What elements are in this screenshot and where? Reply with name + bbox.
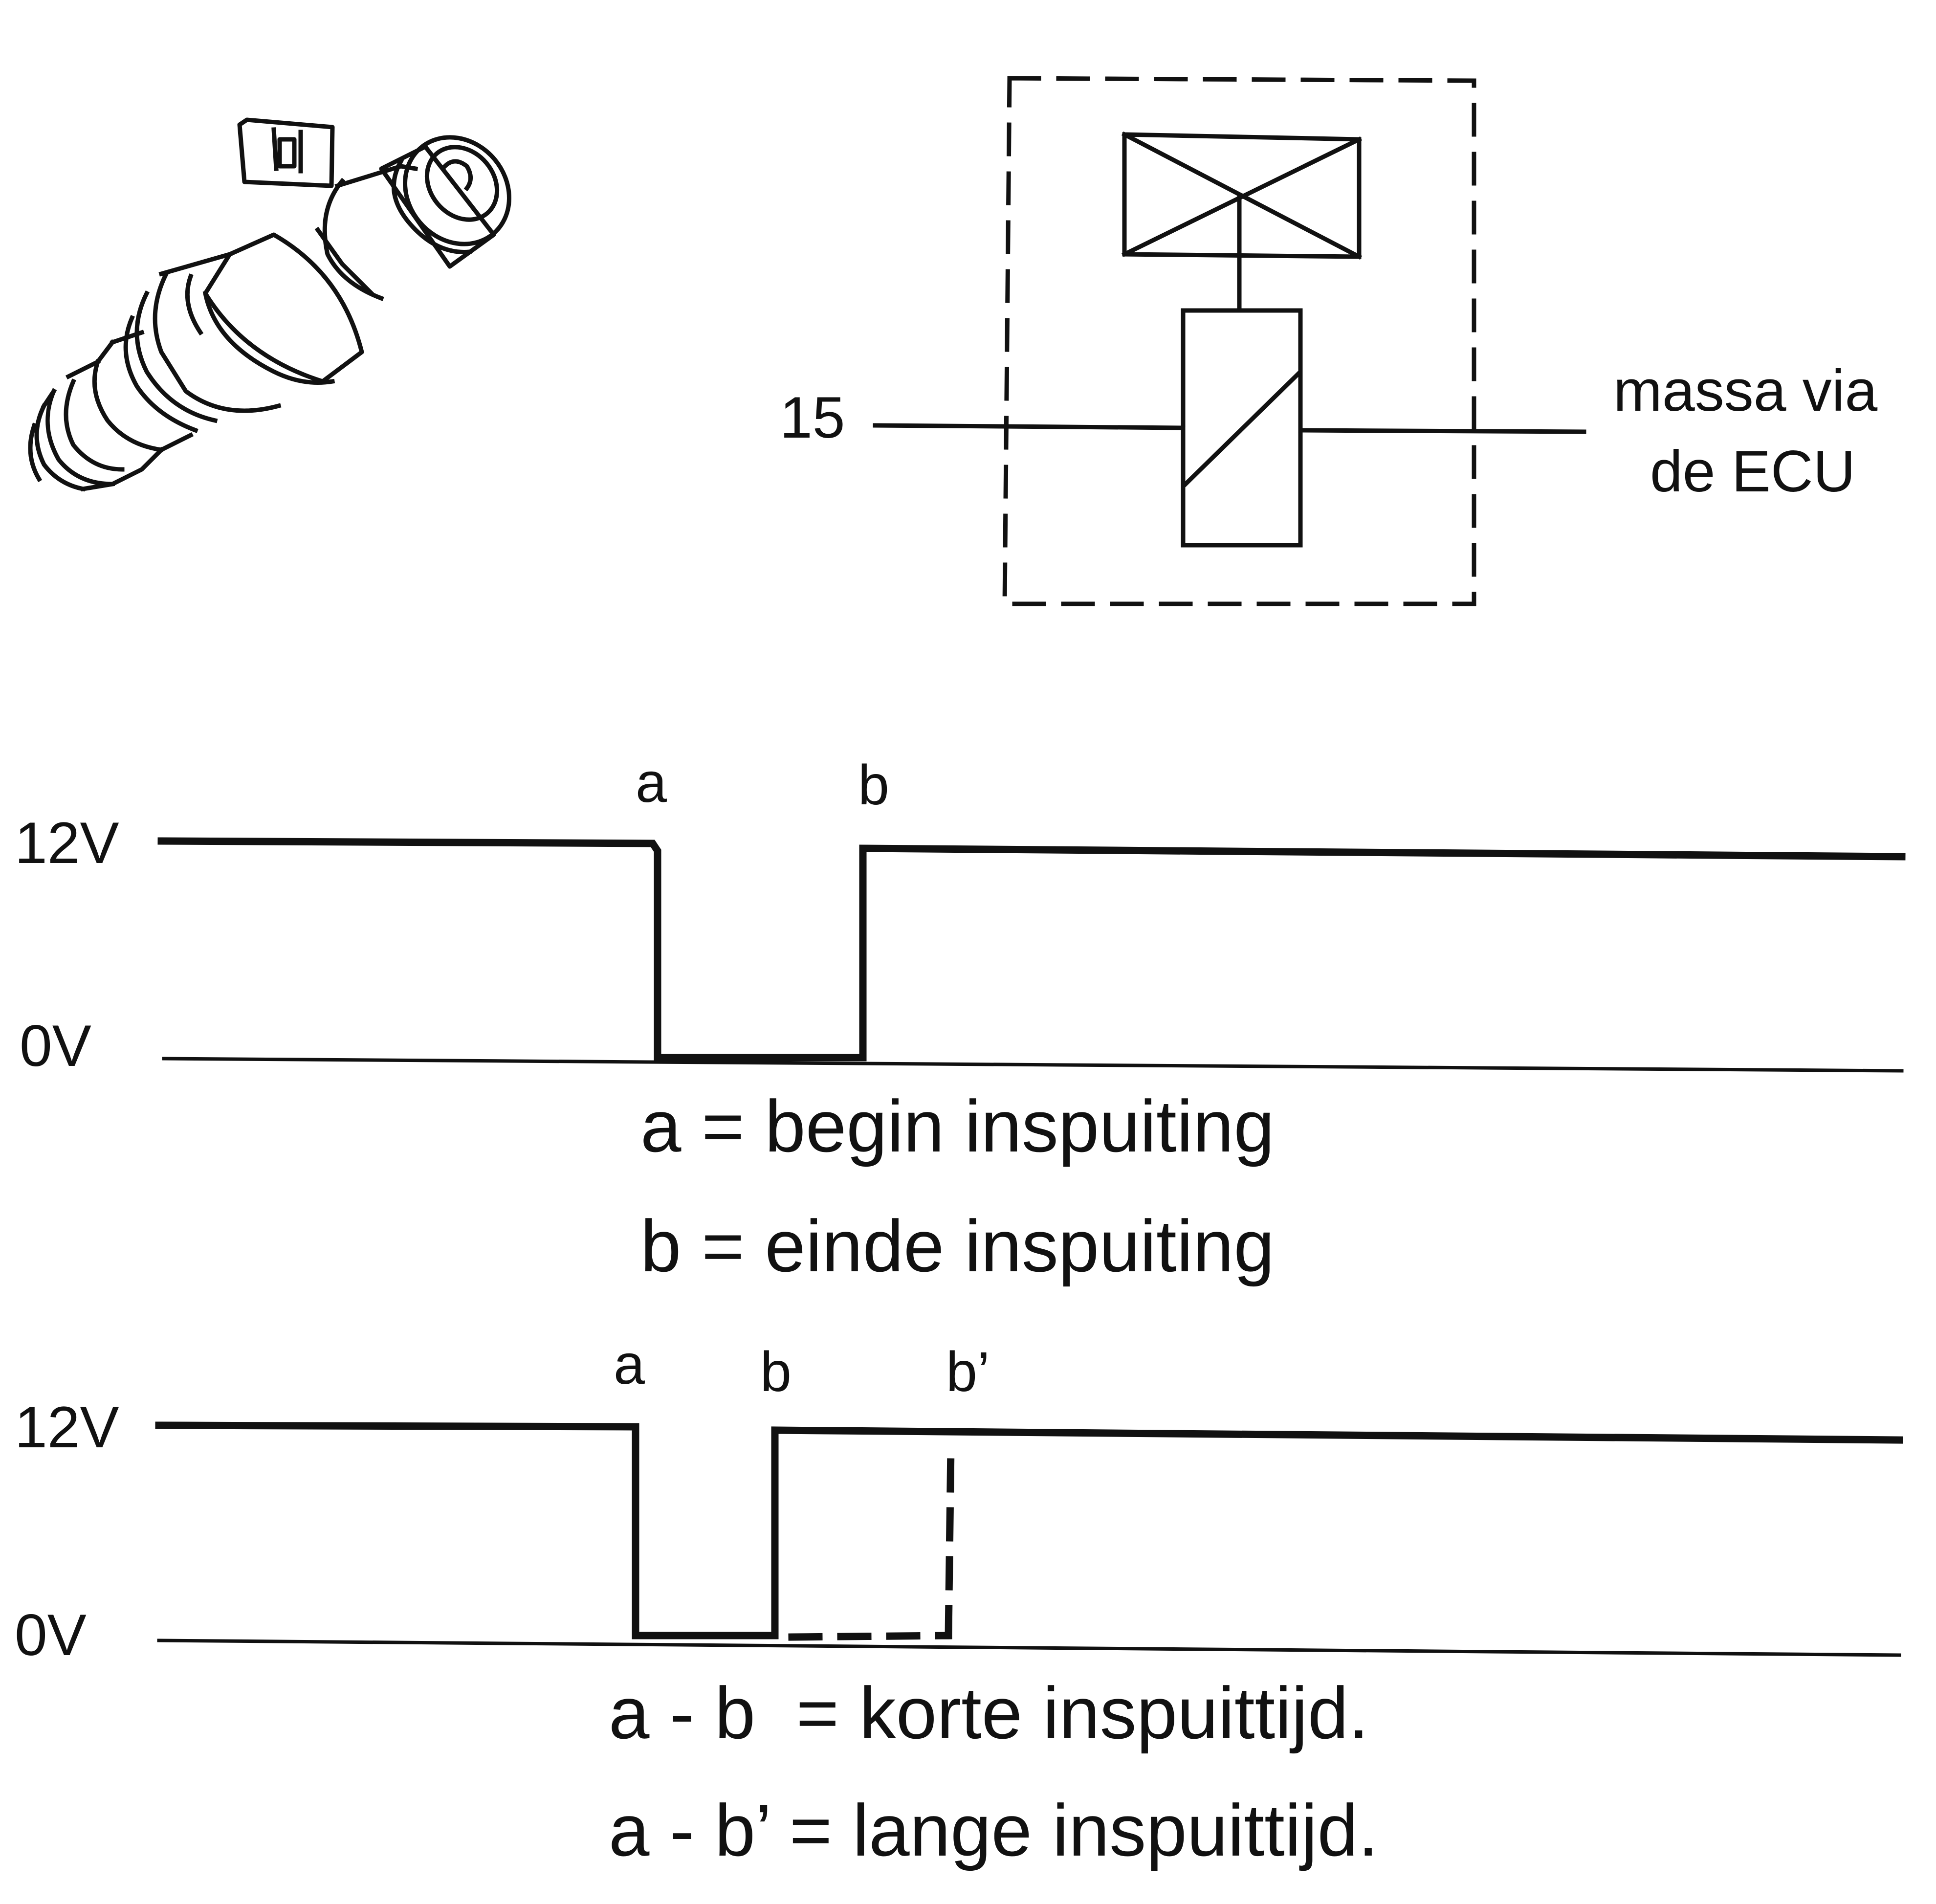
chart1-marker-b: b xyxy=(858,754,889,817)
chart1-label-12v: 12V xyxy=(15,810,119,876)
ground-label-line2: de ECU xyxy=(1650,439,1855,504)
chart2-zero-baseline xyxy=(157,1638,1901,1657)
wire-terminal-15 xyxy=(873,423,1186,430)
chart2-marker-b-prime: b’ xyxy=(946,1341,990,1403)
fuel-injector-illustration xyxy=(28,117,511,492)
chart1-legend-a: a = begin inspuiting xyxy=(640,1085,1275,1167)
chart2-label-12v: 12V xyxy=(15,1395,119,1460)
chart2-legend-short: a - b = korte inspuittijd. xyxy=(609,1672,1369,1754)
chart1-zero-baseline xyxy=(162,1057,1904,1073)
chart2-marker-b: b xyxy=(760,1341,792,1403)
wire-to-ecu xyxy=(1298,428,1586,434)
chart2-pulse-signal xyxy=(155,1421,1903,1639)
chart1-pulse-signal xyxy=(157,837,1906,1062)
waveform-chart-2: 12V 0V a b b’ a - b = korte inspuittijd.… xyxy=(15,1333,1903,1871)
waveform-chart-1: 12V 0V a b a = begin inspuiting b = eind… xyxy=(15,752,1906,1287)
terminal-15-label: 15 xyxy=(780,385,845,450)
chart1-marker-a: a xyxy=(636,752,667,814)
chart2-label-0v: 0V xyxy=(15,1602,87,1668)
chart1-legend-b: b = einde inspuiting xyxy=(640,1205,1275,1287)
dashed-enclosure xyxy=(1002,76,1476,606)
chart1-label-0v: 0V xyxy=(20,1013,91,1079)
ground-label-line1: massa via xyxy=(1613,358,1877,423)
injector-schematic: 15 massa via de ECU xyxy=(780,76,1877,606)
chart2-marker-a: a xyxy=(614,1333,645,1396)
chart2-legend-long: a - b’ = lange inspuittijd. xyxy=(609,1789,1379,1871)
solenoid-diagonal xyxy=(1182,371,1301,487)
valve-symbol xyxy=(1121,131,1363,260)
chart2-long-pulse-dashed xyxy=(788,1443,955,1641)
